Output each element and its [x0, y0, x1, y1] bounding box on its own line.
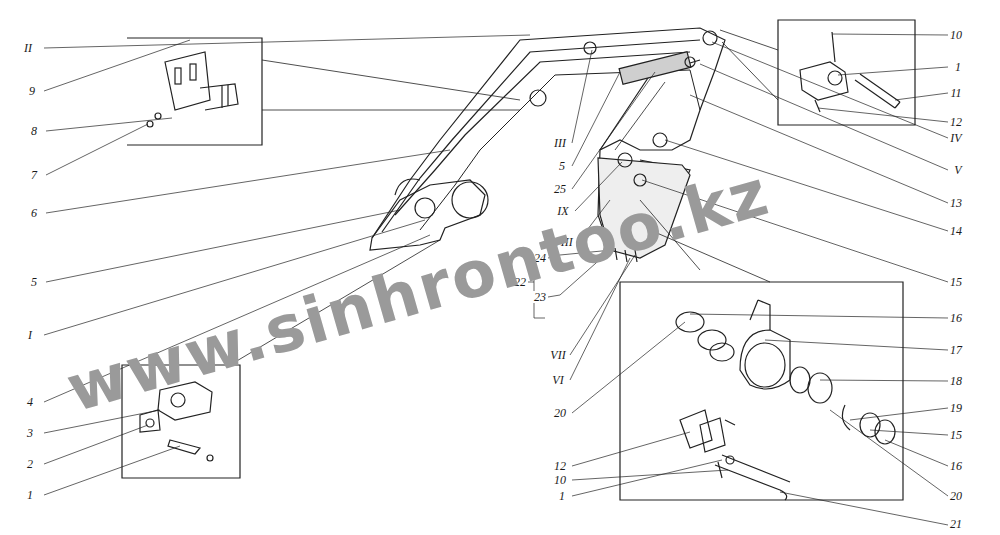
callout-number: 15	[949, 276, 963, 288]
callout-number: 23	[533, 291, 547, 303]
callout-number: III	[553, 137, 567, 149]
callout-number: 1	[558, 490, 566, 502]
callout-number: 6	[30, 207, 38, 219]
callout-number: II	[23, 42, 33, 54]
callout-number: 9	[28, 85, 36, 97]
callout-number: VI	[551, 374, 564, 386]
callout-number: 13	[949, 197, 963, 209]
callout-number: 3	[26, 427, 34, 439]
callout-number: 19	[949, 402, 963, 414]
callout-number: 20	[949, 490, 963, 502]
callout-number: 4	[26, 396, 34, 408]
callout-number: 12	[553, 460, 567, 472]
callout-number: 14	[949, 225, 963, 237]
callout-number: 1	[26, 489, 34, 501]
callout-number: 11	[949, 87, 962, 99]
callout-number: 8	[30, 125, 38, 137]
callout-number: 5	[30, 276, 38, 288]
callout-number: IV	[949, 132, 962, 144]
callout-number: 16	[949, 312, 963, 324]
callout-number: 15	[949, 429, 963, 441]
callout-number: 7	[30, 169, 38, 181]
callout-number: 17	[949, 344, 963, 356]
callout-number: 12	[949, 116, 963, 128]
watermark: www.sinhrontoo.kz	[60, 160, 776, 422]
callout-number: 10	[553, 474, 567, 486]
callout-number: 21	[949, 518, 963, 530]
callout-number: 2	[26, 458, 34, 470]
callout-number: 18	[949, 375, 963, 387]
callout-number: I	[27, 329, 33, 341]
callout-number: VII	[549, 349, 566, 361]
callout-number: 1	[954, 61, 962, 73]
callout-number: 20	[553, 407, 567, 419]
callout-number: 25	[553, 183, 567, 195]
callout-number: 16	[949, 460, 963, 472]
callout-number: 10	[949, 29, 963, 41]
callout-number: V	[953, 164, 962, 176]
callout-number: 5	[558, 160, 566, 172]
